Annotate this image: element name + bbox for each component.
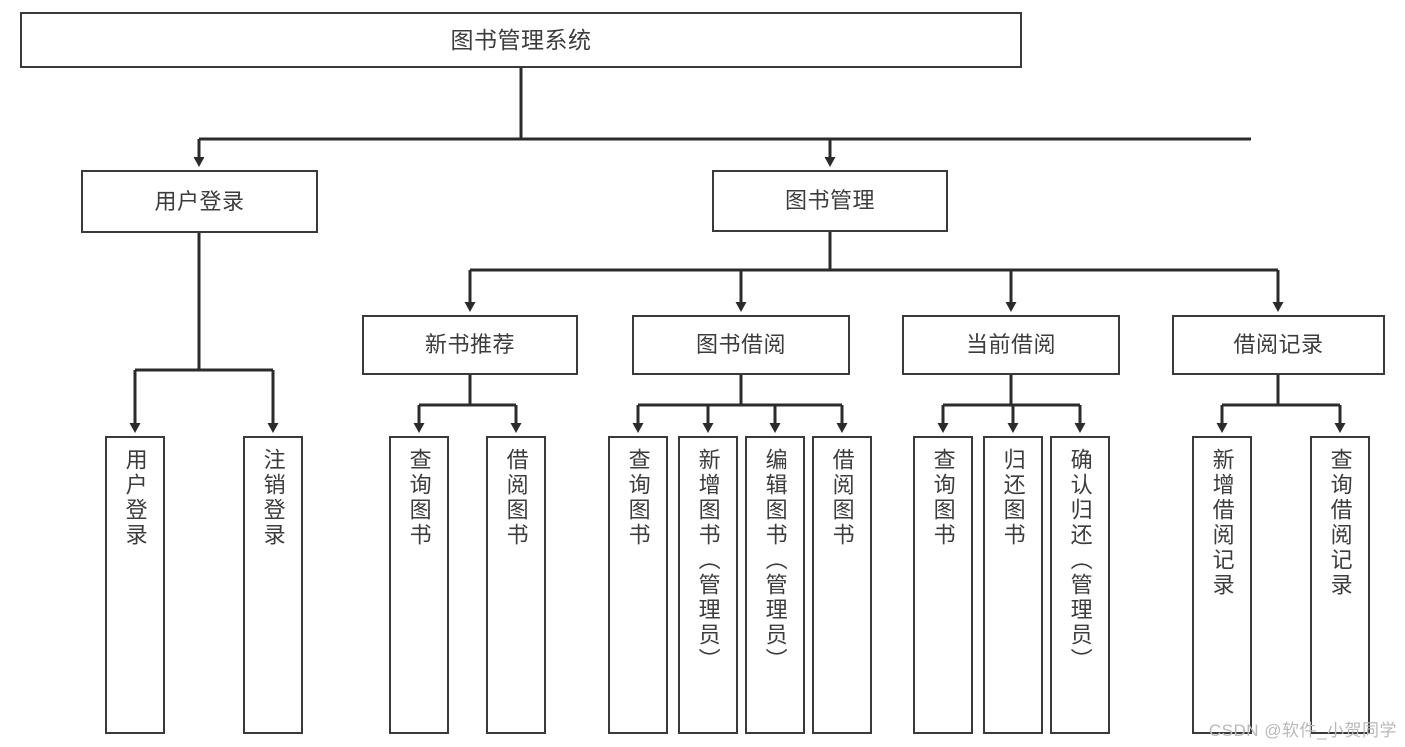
node-leaf-query-book-3[interactable]: 查询图书 xyxy=(913,436,973,734)
node-leaf-return-book-label: 归还图书 xyxy=(1000,448,1026,548)
node-leaf-query-book-1[interactable]: 查询图书 xyxy=(389,436,449,734)
node-leaf-borrow-book-1[interactable]: 借阅图书 xyxy=(486,436,546,734)
csdn-watermark: CSDN @软件_小贺同学 xyxy=(1208,721,1397,740)
node-leaf-user-login-label: 用户登录 xyxy=(122,448,148,548)
node-current-borrow-label: 当前借阅 xyxy=(965,332,1056,358)
node-root-label: 图书管理系统 xyxy=(450,26,592,53)
node-leaf-borrow-book-1-label: 借阅图书 xyxy=(503,448,529,548)
node-leaf-edit-book-label: 编辑图书（管理员） xyxy=(762,448,788,673)
node-leaf-query-book-3-label: 查询图书 xyxy=(930,448,956,548)
node-root[interactable]: 图书管理系统 xyxy=(20,12,1022,68)
node-leaf-query-record[interactable]: 查询借阅记录 xyxy=(1310,436,1370,734)
node-leaf-confirm-return-label: 确认归还（管理员） xyxy=(1067,448,1093,673)
node-book-manage[interactable]: 图书管理 xyxy=(712,170,948,232)
node-leaf-add-book-label: 新增图书（管理员） xyxy=(695,448,721,673)
node-leaf-add-record-label: 新增借阅记录 xyxy=(1209,448,1235,598)
node-current-borrow[interactable]: 当前借阅 xyxy=(902,315,1120,375)
node-user-login[interactable]: 用户登录 xyxy=(81,170,318,233)
node-leaf-query-book-1-label: 查询图书 xyxy=(406,448,432,548)
node-leaf-edit-book[interactable]: 编辑图书（管理员） xyxy=(745,436,805,734)
node-new-book-rec[interactable]: 新书推荐 xyxy=(362,315,578,375)
node-leaf-borrow-book-2[interactable]: 借阅图书 xyxy=(812,436,872,734)
node-book-borrow[interactable]: 图书借阅 xyxy=(632,315,850,375)
node-leaf-query-book-2[interactable]: 查询图书 xyxy=(608,436,668,734)
node-book-manage-label: 图书管理 xyxy=(784,188,875,214)
node-book-borrow-label: 图书借阅 xyxy=(695,332,786,358)
node-leaf-add-record[interactable]: 新增借阅记录 xyxy=(1192,436,1252,734)
node-leaf-query-book-2-label: 查询图书 xyxy=(625,448,651,548)
node-leaf-confirm-return[interactable]: 确认归还（管理员） xyxy=(1050,436,1110,734)
node-leaf-user-logout-label: 注销登录 xyxy=(260,448,286,548)
node-leaf-add-book[interactable]: 新增图书（管理员） xyxy=(678,436,738,734)
node-user-login-label: 用户登录 xyxy=(154,188,245,214)
node-leaf-query-record-label: 查询借阅记录 xyxy=(1327,448,1353,598)
node-new-book-rec-label: 新书推荐 xyxy=(424,332,515,358)
node-borrow-record-label: 借阅记录 xyxy=(1233,332,1324,358)
node-leaf-user-logout[interactable]: 注销登录 xyxy=(243,436,303,734)
node-leaf-return-book[interactable]: 归还图书 xyxy=(983,436,1043,734)
node-borrow-record[interactable]: 借阅记录 xyxy=(1172,315,1385,375)
node-leaf-borrow-book-2-label: 借阅图书 xyxy=(829,448,855,548)
node-leaf-user-login[interactable]: 用户登录 xyxy=(105,436,165,734)
